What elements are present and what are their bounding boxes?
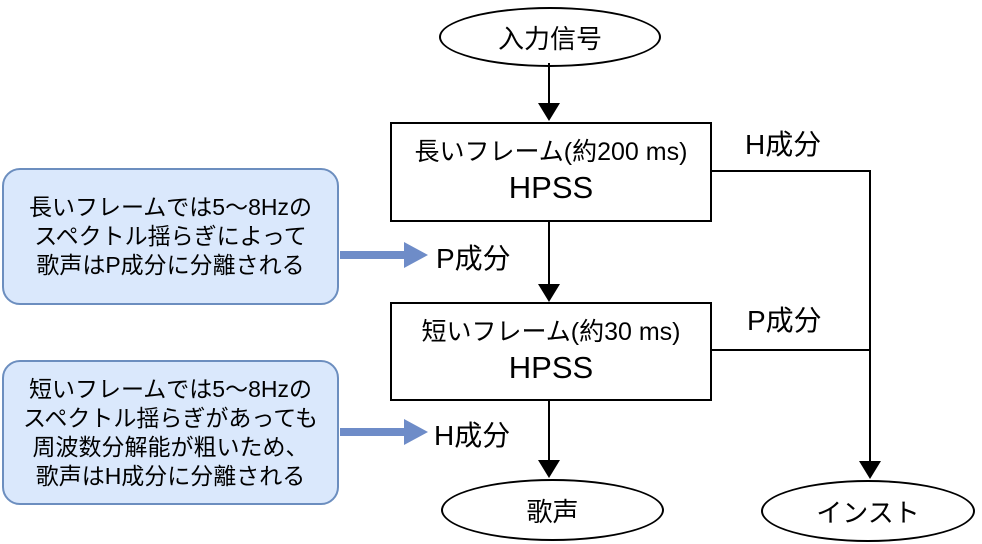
arrowhead-input-to-long-icon: [538, 103, 560, 121]
callout-long-frame-note-line2: スペクトル揺らぎによって: [34, 223, 307, 249]
arrowhead-short-to-vocal-icon: [538, 460, 560, 478]
edge-right-vertical-to-inst: [869, 170, 871, 463]
callout-short-frame-note-line3: 周波数分解能が粗いため、: [32, 433, 309, 460]
edge-h-horizontal: [711, 170, 871, 172]
node-hpss-short-frame-subtitle: HPSS: [508, 350, 594, 385]
edge-long-to-short: [548, 222, 550, 286]
edge-label-h-to-vocal: H成分: [434, 420, 511, 451]
callout-short-frame-note-line1: 短いフレームでは5〜8Hzの: [28, 375, 312, 402]
node-hpss-long-frame: 長いフレーム(約200 ms) HPSS: [390, 122, 712, 222]
node-vocal-output-label: 歌声: [526, 496, 579, 527]
edge-label-p-from-short: P成分: [747, 305, 822, 336]
edge-label-h-from-long: H成分: [745, 129, 822, 160]
callout-short-frame-note-line4: 歌声はH成分に分離される: [35, 462, 306, 489]
node-hpss-long-frame-subtitle: HPSS: [508, 170, 594, 205]
edge-label-p-to-short: P成分: [436, 243, 511, 274]
node-input-signal: 入力信号: [439, 7, 661, 67]
callout-short-arrow-shaft-icon: [340, 428, 404, 436]
node-input-signal-label: 入力信号: [497, 23, 602, 54]
edge-p-horizontal: [710, 349, 871, 351]
callout-short-frame-note: 短いフレームでは5〜8Hzの スペクトル揺らぎがあっても 周波数分解能が粗いため…: [2, 360, 339, 505]
callout-short-arrow-head-icon: [404, 419, 428, 445]
edge-short-to-vocal: [548, 401, 550, 462]
callout-long-arrow-shaft-icon: [340, 251, 404, 259]
node-instrumental-output-label: インスト: [816, 497, 920, 528]
callout-short-frame-note-line2: スペクトル揺らぎがあっても: [22, 404, 319, 431]
callout-long-frame-note-line3: 歌声はP成分に分離される: [36, 252, 305, 278]
callout-long-frame-note-line1: 長いフレームでは5〜8Hzの: [28, 194, 312, 220]
node-hpss-long-frame-title: 長いフレーム(約200 ms): [414, 138, 688, 166]
arrowhead-long-to-short-icon: [538, 284, 560, 302]
node-hpss-short-frame: 短いフレーム(約30 ms) HPSS: [390, 302, 712, 401]
node-hpss-short-frame-title: 短いフレーム(約30 ms): [421, 318, 681, 346]
node-instrumental-output: インスト: [761, 480, 975, 542]
edge-input-to-long: [548, 63, 550, 105]
callout-long-arrow-head-icon: [404, 242, 428, 268]
callout-long-frame-note: 長いフレームでは5〜8Hzの スペクトル揺らぎによって 歌声はP成分に分離される: [2, 168, 339, 305]
node-vocal-output: 歌声: [441, 479, 664, 541]
arrowhead-to-inst-icon: [859, 461, 881, 479]
